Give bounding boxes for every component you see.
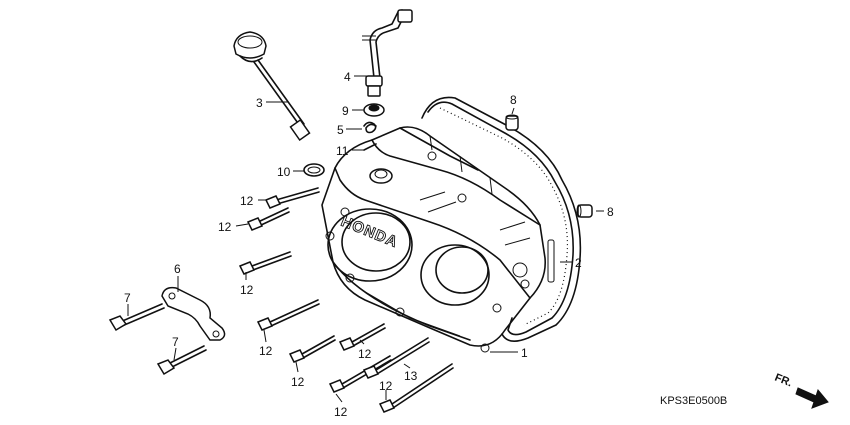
pin	[363, 143, 377, 151]
callout-12-d: 12	[259, 344, 273, 358]
dowel-pin-upper	[505, 114, 519, 131]
spring	[363, 121, 377, 134]
bolt-7-upper	[108, 303, 165, 332]
callout-12-c: 12	[240, 283, 254, 297]
front-direction-arrow: FR.	[773, 372, 829, 409]
callout-7-lower: 7	[172, 335, 179, 349]
callout-7-upper: 7	[124, 291, 131, 305]
callouts: 3 4 9 5 11 10 8 8 2 1 6 7 7 12 12 12 12 …	[124, 70, 614, 419]
oil-dipstick	[233, 31, 311, 142]
cable-bracket	[362, 9, 413, 97]
bolt-12-f	[338, 323, 386, 351]
cable-guide-plate	[161, 286, 226, 341]
callout-5: 5	[337, 123, 344, 137]
bolt-12-c	[238, 251, 292, 275]
callout-11: 11	[336, 144, 349, 158]
bolt-12-h	[378, 363, 454, 413]
figure-code: KPS3E0500B	[660, 395, 727, 407]
callout-12-a: 12	[240, 194, 254, 208]
callout-6: 6	[174, 262, 181, 276]
callout-8-right: 8	[607, 205, 614, 219]
leader-lines	[127, 75, 604, 403]
callout-13: 13	[404, 369, 418, 383]
callout-12-g: 12	[334, 405, 348, 419]
callout-12-f: 12	[358, 347, 372, 361]
callout-1: 1	[521, 346, 528, 360]
callout-12-e: 12	[291, 375, 305, 389]
gasket	[421, 96, 582, 342]
callout-9: 9	[342, 104, 349, 118]
bolt-7-lower	[156, 345, 207, 376]
bolt-12-b	[246, 207, 290, 231]
callout-2: 2	[575, 256, 582, 270]
bolt-12-e	[288, 335, 336, 363]
callout-12-h: 12	[379, 379, 393, 393]
callout-4: 4	[344, 70, 351, 84]
dowel-pin-right	[576, 204, 593, 218]
bolt-12-d	[256, 299, 320, 331]
oil-seal	[363, 103, 385, 117]
brand-emboss: HONDA	[339, 213, 401, 251]
callout-8-upper: 8	[510, 93, 517, 107]
callout-10: 10	[277, 165, 291, 179]
o-ring	[303, 163, 325, 177]
callout-3: 3	[256, 96, 263, 110]
front-direction-label: FR.	[773, 372, 794, 390]
bolt-12-a	[264, 187, 320, 209]
bolt-13	[362, 337, 430, 379]
callout-12-b: 12	[218, 220, 232, 234]
